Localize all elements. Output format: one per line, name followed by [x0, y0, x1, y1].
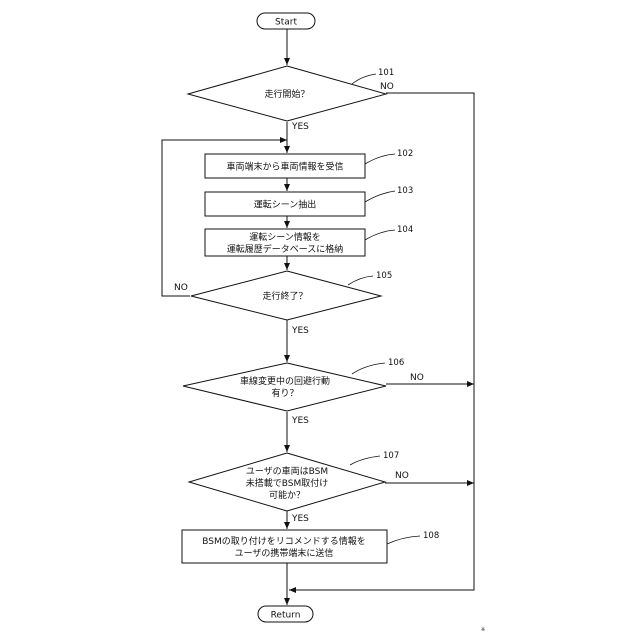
ref-103: 103	[397, 186, 413, 196]
decision-107-text-line2: 未搭載でBSM取付け	[246, 477, 329, 489]
label-107-yes: YES	[291, 514, 309, 524]
process-103: 運転シーン抽出 103	[205, 186, 413, 216]
process-103-text: 運転シーン抽出	[254, 199, 317, 211]
decision-101-text: 走行開始？	[264, 88, 309, 100]
ref-104: 104	[397, 225, 413, 235]
decision-106-text-line1: 車線変更中の回避行動	[240, 375, 330, 387]
process-108-text-line2: ユーザの携帯端末に送信	[235, 547, 334, 559]
decision-107-text-line1: ユーザの車両はBSM	[246, 465, 328, 477]
process-108-text-line1: BSMの取り付けをリコメンドする情報を	[202, 535, 366, 547]
ref-102: 102	[397, 149, 413, 159]
label-106-no: NO	[410, 373, 424, 383]
corner-mark: ※	[481, 627, 485, 633]
decision-106: 車線変更中の回避行動 有り？ 106 NO YES	[183, 358, 424, 426]
process-108: BSMの取り付けをリコメンドする情報を ユーザの携帯端末に送信 108	[182, 530, 439, 563]
label-105-yes: YES	[291, 326, 309, 336]
decision-105-text: 走行終了？	[262, 290, 307, 302]
decision-107: ユーザの車両はBSM 未搭載でBSM取付け 可能か？ 107 NO YES	[189, 451, 409, 524]
ref-107: 107	[383, 451, 399, 461]
label-107-no: NO	[395, 471, 409, 481]
label-101-yes: YES	[291, 122, 309, 132]
decision-107-text-line3: 可能か？	[269, 489, 305, 501]
return-terminal: Return	[258, 606, 313, 622]
process-104-text-line1: 運転シーン情報を	[249, 231, 321, 243]
decision-105: 走行終了？ 105 NO YES	[174, 271, 392, 336]
ref-105: 105	[376, 271, 392, 281]
connectors	[162, 29, 474, 605]
ref-108: 108	[423, 531, 439, 541]
process-104: 運転シーン情報を 運転履歴データベースに格納 104	[205, 225, 413, 256]
start-terminal: Start	[257, 13, 315, 29]
process-102-text: 車両端末から車両情報を受信	[226, 161, 343, 173]
process-102: 車両端末から車両情報を受信 102	[205, 149, 413, 178]
start-label: Start	[275, 18, 297, 28]
label-101-no: NO	[380, 82, 394, 92]
ref-106: 106	[388, 358, 404, 368]
decision-101: 走行開始？ 101 NO YES	[188, 66, 394, 132]
return-label: Return	[271, 611, 301, 621]
ref-101: 101	[378, 68, 394, 78]
label-105-no: NO	[174, 283, 188, 293]
decision-106-text-line2: 有り？	[271, 387, 298, 399]
label-106-yes: YES	[291, 416, 309, 426]
process-104-text-line2: 運転履歴データベースに格納	[227, 243, 344, 255]
